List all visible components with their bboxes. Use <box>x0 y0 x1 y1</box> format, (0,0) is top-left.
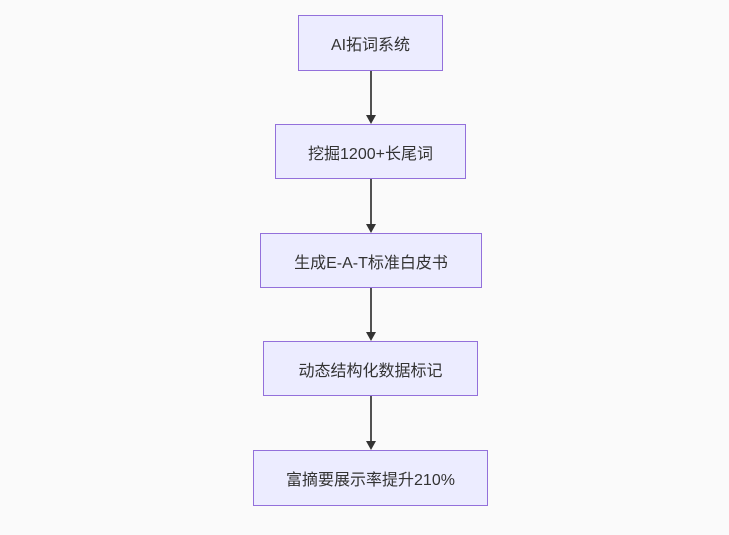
node-label: 富摘要展示率提升210% <box>286 472 455 489</box>
flowchart-node-structured-data: 动态结构化数据标记 <box>263 341 478 396</box>
edge-arrow-c-d <box>365 288 377 341</box>
edge-arrow-b-c <box>365 179 377 233</box>
arrow-line <box>370 288 372 335</box>
flowchart-node-eat-whitepaper: 生成E-A-T标准白皮书 <box>260 233 482 288</box>
node-label: 动态结构化数据标记 <box>298 362 443 380</box>
edge-arrow-a-b <box>365 71 377 124</box>
arrowhead-down-icon <box>366 332 376 341</box>
arrow-line <box>370 396 372 444</box>
edge-arrow-d-e <box>365 396 377 450</box>
node-label: 挖掘1200+长尾词 <box>308 145 433 163</box>
arrowhead-down-icon <box>366 441 376 450</box>
arrowhead-down-icon <box>366 224 376 233</box>
node-label: 生成E-A-T标准白皮书 <box>294 254 448 272</box>
arrowhead-down-icon <box>366 115 376 124</box>
arrow-line <box>370 71 372 118</box>
arrow-line <box>370 179 372 227</box>
flowchart-node-rich-snippet-result: 富摘要展示率提升210% <box>253 450 488 506</box>
flowchart-node-ai-expansion: AI拓词系统 <box>298 15 443 71</box>
node-label: AI拓词系统 <box>330 37 411 54</box>
flowchart-node-longtail-mining: 挖掘1200+长尾词 <box>275 124 466 179</box>
